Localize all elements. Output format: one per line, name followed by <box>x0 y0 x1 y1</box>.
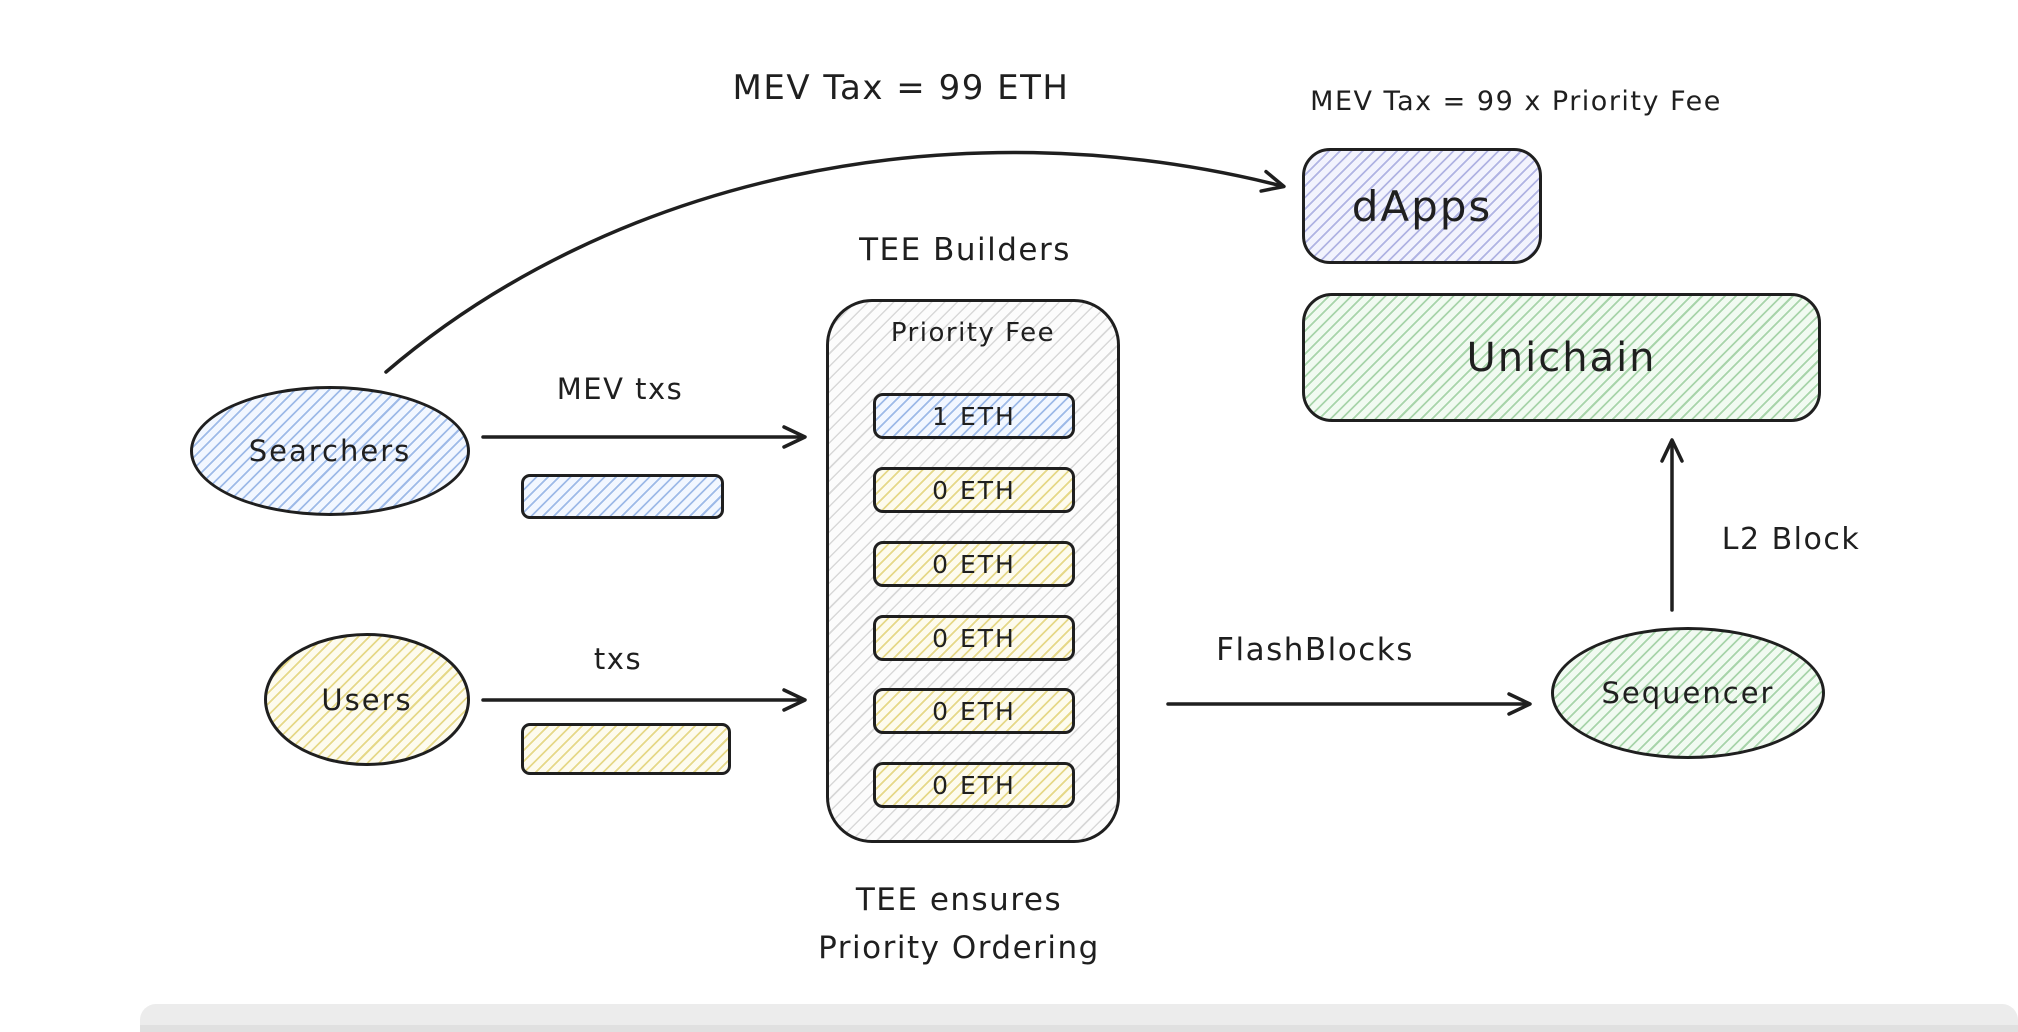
fee-box-label: 1 ETH <box>932 401 1016 431</box>
node-sequencer: Sequencer <box>1551 627 1825 759</box>
label-tee-ensures-line2: Priority Ordering <box>818 930 1100 966</box>
label-priority-fee: Priority Fee <box>890 318 1056 348</box>
node-dapps: dApps <box>1302 148 1542 264</box>
node-unichain: Unichain <box>1302 293 1821 422</box>
node-searchers: Searchers <box>190 386 470 516</box>
label-tee-ensures-line1: TEE ensures <box>855 882 1063 918</box>
node-dapps-label: dApps <box>1351 181 1493 231</box>
fee-box-label: 0 ETH <box>932 549 1016 579</box>
label-tee-builders: TEE Builders <box>859 232 1071 268</box>
fee-box: 0 ETH <box>873 541 1075 587</box>
fee-box-label: 0 ETH <box>932 623 1016 653</box>
label-mev-tax-eth: MEV Tax = 99 ETH <box>732 68 1070 108</box>
node-users: Users <box>264 633 470 766</box>
label-mev-txs: MEV txs <box>556 372 684 406</box>
node-sequencer-label: Sequencer <box>1601 676 1775 710</box>
txs-chip <box>521 723 731 775</box>
node-unichain-label: Unichain <box>1466 334 1657 381</box>
fee-box: 0 ETH <box>873 762 1075 808</box>
fee-box-label: 0 ETH <box>932 770 1016 800</box>
fee-box: 1 ETH <box>873 393 1075 439</box>
fee-box: 0 ETH <box>873 688 1075 734</box>
label-l2-block: L2 Block <box>1721 522 1861 557</box>
footer-bar <box>140 1004 2018 1032</box>
mev-txs-chip <box>521 474 724 519</box>
label-mev-tax-priority-fee: MEV Tax = 99 x Priority Fee <box>1310 86 1722 117</box>
fee-box-label: 0 ETH <box>932 475 1016 505</box>
label-flashblocks: FlashBlocks <box>1216 632 1414 668</box>
footer-bar-inner <box>140 1025 2018 1032</box>
node-users-label: Users <box>321 682 413 717</box>
fee-box: 0 ETH <box>873 615 1075 661</box>
fee-box: 0 ETH <box>873 467 1075 513</box>
fee-box-label: 0 ETH <box>932 696 1016 726</box>
label-tee-ensures: TEE ensures Priority Ordering <box>818 882 1100 966</box>
node-searchers-label: Searchers <box>248 434 412 468</box>
label-txs: txs <box>593 642 643 676</box>
